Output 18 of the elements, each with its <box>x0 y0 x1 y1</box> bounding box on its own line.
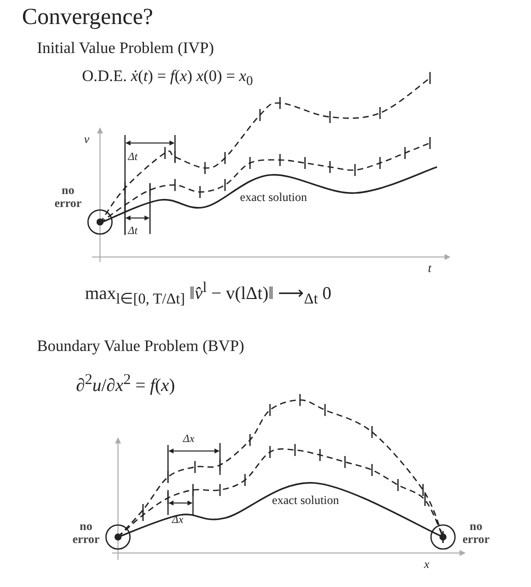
equation: ∂$^{2}$u/∂x$^{2}$ = f(x) <box>76 372 175 396</box>
section-heading: Initial Value Problem (IVP) <box>37 40 214 58</box>
convergence-formula: max$_{l∈[0, T/Δt]}$ ‖v̂$^{l}$ − v(lΔt)‖ ⟶$_{Δt}$ 0 <box>85 280 332 308</box>
step-label: Δx <box>183 433 194 446</box>
boundary-label: no error <box>53 184 83 210</box>
section-heading: Boundary Value Problem (BVP) <box>37 338 244 356</box>
equation: O.D.E. ẋ(t) = f(x) x(0) = x$_{0}$ <box>82 68 253 89</box>
boundary-label: no error <box>461 520 491 546</box>
curve-label: exact solution <box>272 494 339 508</box>
step-label: Δt <box>128 151 138 164</box>
step-label: Δx <box>172 514 184 526</box>
step-label: Δt <box>128 225 138 238</box>
boundary-label: no error <box>71 520 101 546</box>
axis-label: x <box>424 558 430 572</box>
axis-label: v <box>84 133 90 146</box>
page-title: Convergence? <box>22 4 154 30</box>
axis-label: t <box>428 262 432 276</box>
curve-label: exact solution <box>240 191 307 204</box>
